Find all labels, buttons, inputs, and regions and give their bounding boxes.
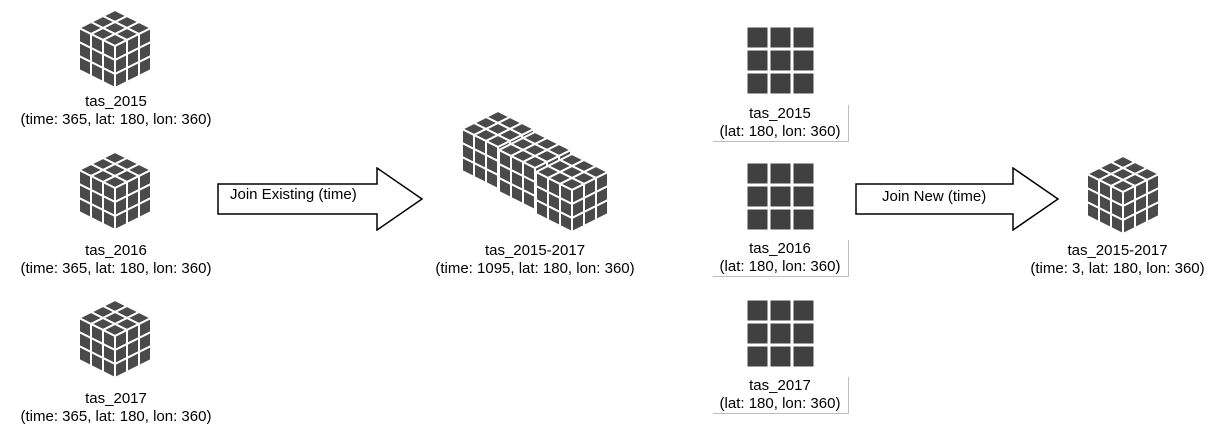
result-dims: (time: 3, lat: 180, lon: 360): [1030, 260, 1205, 277]
result-label: tas_2015-2017 (time: 1095, lat: 180, lon…: [410, 242, 660, 278]
cube-name: tas_2016: [85, 242, 147, 259]
grid-label: tas_2017 (lat: 180, lon: 360): [713, 377, 849, 414]
grid-name: tas_2017: [749, 377, 811, 394]
grid-icon: [744, 24, 817, 97]
cube-label: tas_2017 (time: 365, lat: 180, lon: 360): [0, 390, 232, 426]
join-new-arrow: [855, 167, 1060, 231]
grid-name: tas_2016: [749, 240, 811, 257]
grid-dims: (lat: 180, lon: 360): [719, 123, 841, 140]
cube-icon: [78, 299, 152, 379]
cube-icon: [78, 9, 152, 89]
grid-label: tas_2016 (lat: 180, lon: 360): [713, 240, 849, 277]
cube-label: tas_2016 (time: 365, lat: 180, lon: 360): [0, 242, 232, 278]
join-existing-label: Join Existing (time): [230, 186, 357, 203]
cube-name: tas_2017: [85, 390, 147, 407]
result-label: tas_2015-2017 (time: 3, lat: 180, lon: 3…: [1020, 242, 1215, 278]
result-name: tas_2015-2017: [1067, 242, 1168, 259]
cube-dims: (time: 365, lat: 180, lon: 360): [20, 111, 212, 128]
grid-icon: [744, 297, 817, 370]
cube-icon: [535, 153, 609, 233]
cube-icon: [78, 151, 152, 231]
join-new-label: Join New (time): [882, 188, 987, 205]
cube-dims: (time: 365, lat: 180, lon: 360): [20, 260, 212, 277]
grid-label: tas_2015 (lat: 180, lon: 360): [713, 105, 849, 142]
grid-icon: [744, 160, 817, 233]
result-dims: (time: 1095, lat: 180, lon: 360): [435, 260, 635, 277]
grid-name: tas_2015: [749, 105, 811, 122]
cube-dims: (time: 365, lat: 180, lon: 360): [20, 408, 212, 425]
cube-name: tas_2015: [85, 93, 147, 110]
result-name: tas_2015-2017: [484, 242, 586, 259]
cube-icon: [1086, 155, 1160, 235]
join-existing-arrow: [217, 167, 424, 231]
grid-dims: (lat: 180, lon: 360): [719, 395, 841, 412]
cube-label: tas_2015 (time: 365, lat: 180, lon: 360): [0, 93, 232, 129]
grid-dims: (lat: 180, lon: 360): [719, 258, 841, 275]
